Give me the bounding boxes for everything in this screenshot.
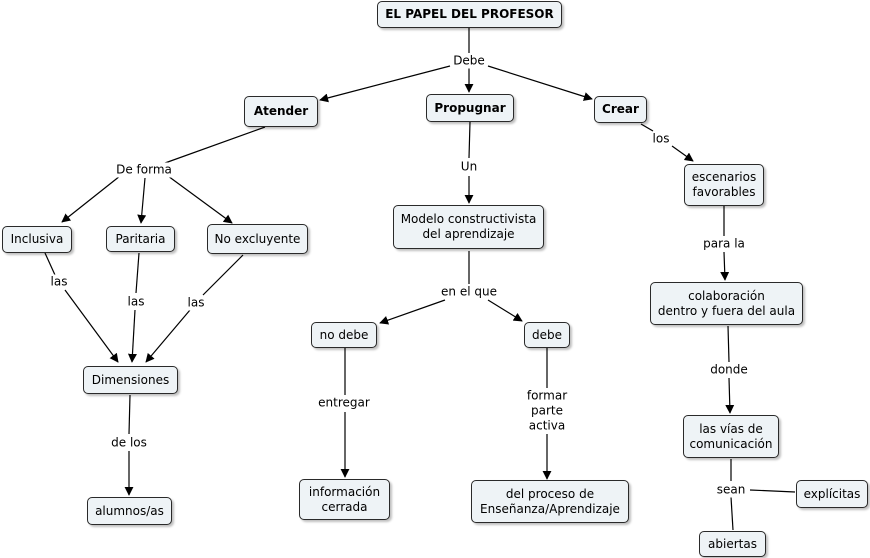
concept-no-excluyente[interactable]: No excluyente — [207, 224, 308, 254]
concept-inclusiva[interactable]: Inclusiva — [2, 226, 72, 253]
line-donde-vias — [725, 377, 735, 414]
link-label-las-inclusiva: las — [48, 274, 70, 290]
concept-propugnar[interactable]: Propugnar — [426, 94, 514, 122]
link-label-de-forma: De forma — [114, 162, 174, 178]
concept-el-papel-del-profesor[interactable]: EL PAPEL DEL PROFESOR — [377, 1, 562, 28]
line-noexcl-las — [202, 254, 244, 296]
link-label-donde: donde — [708, 362, 750, 378]
line-los-escenarios — [671, 145, 694, 162]
line-las3-dim — [145, 309, 191, 363]
link-label-para-la: para la — [701, 236, 747, 252]
line-deforma-paritaria — [137, 177, 147, 224]
link-label-de-los: de los — [109, 435, 149, 451]
line-colab-donde — [727, 325, 730, 363]
line-debe-crear — [487, 65, 593, 101]
concept-modelo-constructivista[interactable]: Modelo constructivista del aprendizaje — [393, 205, 544, 249]
line-parala-colab — [720, 251, 730, 281]
line-enelque-nodebe — [379, 299, 446, 325]
concept-debe[interactable]: debe — [524, 322, 570, 348]
link-label-debe: Debe — [451, 53, 487, 69]
line-dim-delos — [128, 394, 131, 435]
link-label-las-no-excluyente: las — [185, 295, 207, 311]
link-label-sean: sean — [714, 482, 748, 498]
concept-no-debe[interactable]: no debe — [311, 322, 377, 348]
concept-alumnos[interactable]: alumnos/as — [87, 497, 172, 525]
line-inclusiva-las — [44, 252, 56, 276]
line-sean-abiertas — [730, 496, 734, 531]
line-paritaria-las — [135, 252, 140, 294]
line-atender-deforma — [164, 126, 266, 164]
line-debe-atender — [319, 65, 451, 103]
link-label-formar-parte-activa: formar parte activa — [524, 388, 570, 434]
line-enelque-debe — [487, 299, 523, 322]
concept-proceso-ensenanza[interactable]: del proceso de Enseñanza/Aprendizaje — [471, 480, 629, 523]
line-las1-dim — [64, 289, 119, 363]
link-label-los: los — [650, 131, 672, 147]
concept-informacion-cerrada[interactable]: información cerrada — [299, 479, 390, 520]
concept-colaboracion[interactable]: colaboración dentro y fuera del aula — [650, 282, 803, 325]
link-label-entregar: entregar — [316, 395, 372, 411]
line-sean-explicitas — [749, 489, 796, 493]
line-propugnar-un — [468, 121, 471, 159]
link-label-las-paritaria: las — [125, 294, 147, 310]
concept-crear[interactable]: Crear — [594, 96, 647, 123]
line-deforma-inclusiva — [61, 175, 121, 223]
link-label-en-el-que: en el que — [439, 284, 499, 300]
concept-paritaria[interactable]: Paritaria — [106, 226, 175, 252]
concept-atender[interactable]: Atender — [244, 96, 318, 127]
line-deforma-noexcl — [167, 175, 233, 224]
concept-vias-comunicacion[interactable]: las vías de comunicación — [683, 415, 779, 458]
concept-abiertas[interactable]: abiertas — [699, 531, 766, 557]
line-las2-dim — [127, 309, 137, 363]
concept-escenarios-favorables[interactable]: escenarios favorables — [684, 164, 764, 206]
line-crear-los — [640, 123, 654, 132]
link-label-un: Un — [458, 159, 480, 175]
concept-explicitas[interactable]: explícitas — [796, 480, 868, 508]
concept-dimensiones[interactable]: Dimensiones — [83, 366, 178, 394]
